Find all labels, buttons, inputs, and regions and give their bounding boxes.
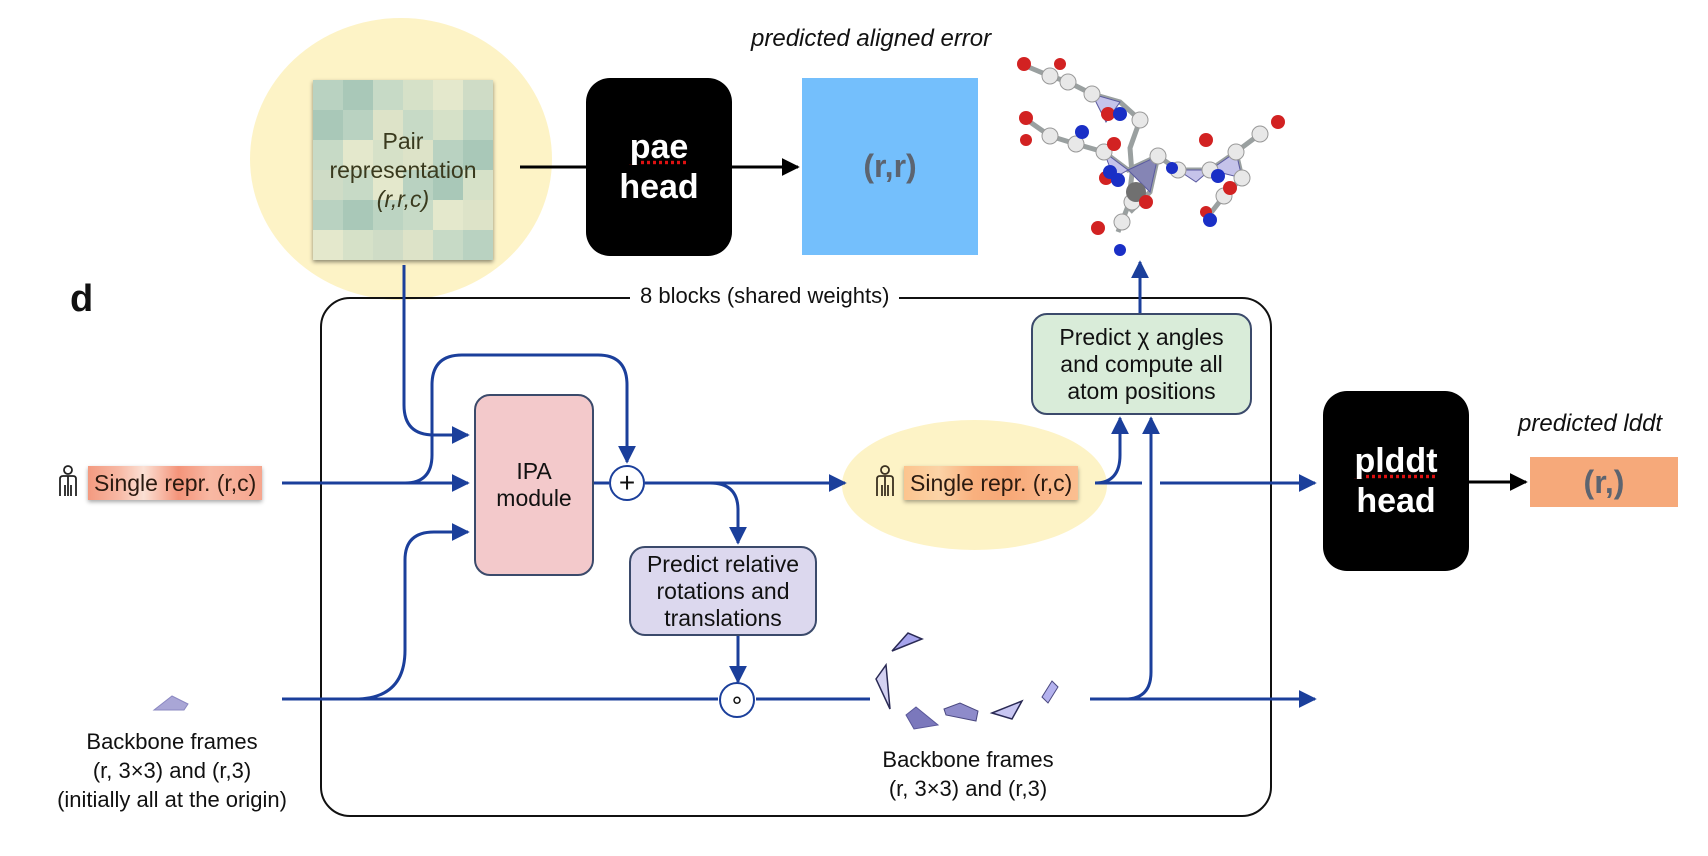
- heatmap-cell: [373, 230, 403, 260]
- block-title: 8 blocks (shared weights): [630, 283, 900, 309]
- compose-operator-symbol: ∘: [729, 686, 745, 714]
- output-backbone-line1: Backbone frames: [882, 747, 1054, 772]
- input-backbone-line1: Backbone frames: [86, 729, 258, 754]
- pair-to-ipa-wire: [402, 265, 470, 444]
- heatmap-cell: [343, 170, 373, 200]
- residual-loop-wire: [404, 353, 636, 485]
- backbone-frames-scatter: [875, 632, 1059, 730]
- heatmap-cell: [313, 230, 343, 260]
- heatmap-cell: [313, 170, 343, 200]
- add-to-predict-rot-wire: [709, 481, 747, 545]
- heatmap-cell: [403, 200, 433, 230]
- heatmap-cell: [343, 230, 373, 260]
- heatmap-cell: [343, 110, 373, 140]
- heatmap-cell: [433, 170, 463, 200]
- heatmap-cell: [433, 80, 463, 110]
- heatmap-cell: [433, 140, 463, 170]
- plddt-head-line2: head: [1356, 482, 1436, 520]
- backbone-frame-icon: [152, 695, 189, 711]
- heatmap-cell: [403, 80, 433, 110]
- plddt-head-line1: plddt: [1354, 442, 1438, 480]
- plddt-output-box: (r,): [1530, 457, 1678, 507]
- plddt-head: plddt head: [1323, 391, 1469, 571]
- heatmap-cell: [313, 110, 343, 140]
- predict-rotations-line1: Predict relative: [646, 550, 800, 577]
- backbone-to-ipa-wire: [282, 523, 470, 701]
- heatmap-cell: [463, 200, 493, 230]
- heatmap-cell: [433, 230, 463, 260]
- input-backbone-label: Backbone frames (r, 3×3) and (r,3) (init…: [32, 727, 312, 814]
- pair-representation-line1: Pair: [382, 127, 424, 154]
- frame-shard: [905, 706, 940, 730]
- add-operator-symbol: +: [618, 467, 636, 498]
- ipa-module-line1: IPA: [516, 458, 552, 484]
- ipa-module: IPA module: [474, 394, 594, 576]
- heatmap-cell: [463, 140, 493, 170]
- pae-output-box: (r,r): [802, 78, 978, 255]
- pair-representation-line3: (r,r,c): [376, 185, 430, 212]
- pair-representation-heatmap: [313, 80, 493, 260]
- pae-caption: predicted aligned error: [751, 25, 992, 52]
- plddt-caption: predicted lddt: [1518, 410, 1663, 437]
- output-single-repr: Single repr. (r,c): [904, 466, 1079, 500]
- predict-rotations-line3: translations: [664, 604, 782, 631]
- input-backbone-line2: (r, 3×3) and (r,3): [92, 758, 252, 783]
- heatmap-cell: [313, 80, 343, 110]
- input-single-repr-label: Single repr. (r,c): [94, 469, 257, 496]
- heatmap-cell: [343, 200, 373, 230]
- pair-representation-label: Pair representation (r,r,c): [313, 80, 493, 260]
- person-icon: [876, 465, 894, 496]
- heatmap-cell: [403, 170, 433, 200]
- heatmap-cell: [373, 170, 403, 200]
- heatmap-cell: [463, 80, 493, 110]
- pae-head-line2: head: [619, 168, 699, 206]
- heatmap-cell: [373, 200, 403, 230]
- predict-chi-box: Predict χ angles and compute all atom po…: [1031, 313, 1252, 415]
- frame-shard: [875, 662, 891, 710]
- panel-label: d: [70, 278, 94, 320]
- frame-shard: [989, 699, 1024, 720]
- pae-head-line1: pae: [629, 128, 689, 166]
- output-single-repr-label: Single repr. (r,c): [910, 469, 1073, 496]
- input-backbone-line3: (initially all at the origin): [57, 787, 287, 812]
- output-backbone-line2: (r, 3×3) and (r,3): [888, 776, 1048, 801]
- person-icon: [59, 465, 77, 496]
- protein-structure-icon: [1017, 57, 1285, 256]
- frame-shard: [943, 702, 979, 722]
- heatmap-cell: [373, 80, 403, 110]
- heatmap-cell: [403, 110, 433, 140]
- predict-chi-line3: atom positions: [1067, 377, 1216, 404]
- heatmap-cell: [463, 110, 493, 140]
- compose-operator: ∘: [719, 682, 755, 718]
- single-to-chi-wire: [1094, 416, 1129, 485]
- plddt-output-label: (r,): [1583, 463, 1625, 500]
- frame-shard: [1041, 680, 1059, 704]
- heatmap-cell: [343, 140, 373, 170]
- heatmap-cell: [373, 140, 403, 170]
- heatmap-cell: [463, 230, 493, 260]
- predict-chi-line2: and compute all: [1060, 350, 1223, 377]
- pae-head: pae head: [586, 78, 732, 256]
- heatmap-cell: [463, 170, 493, 200]
- add-operator: +: [609, 465, 645, 501]
- heatmap-cell: [433, 200, 463, 230]
- heatmap-cell: [313, 200, 343, 230]
- predict-rotations-box: Predict relative rotations and translati…: [629, 546, 817, 636]
- ipa-module-line2: module: [496, 485, 572, 511]
- predict-chi-line1: Predict χ angles: [1059, 323, 1224, 350]
- output-backbone-label: Backbone frames (r, 3×3) and (r,3): [838, 745, 1098, 803]
- pae-output-label: (r,r): [863, 148, 917, 184]
- heatmap-cell: [403, 140, 433, 170]
- heatmap-cell: [343, 80, 373, 110]
- input-single-repr: Single repr. (r,c): [88, 466, 263, 500]
- heatmap-cell: [373, 110, 403, 140]
- heatmap-cell: [433, 110, 463, 140]
- frame-shard: [891, 632, 924, 652]
- heatmap-cell: [313, 140, 343, 170]
- heatmap-cell: [403, 230, 433, 260]
- pair-representation-line2: representation: [329, 156, 477, 183]
- predict-rotations-line2: rotations and: [656, 577, 790, 604]
